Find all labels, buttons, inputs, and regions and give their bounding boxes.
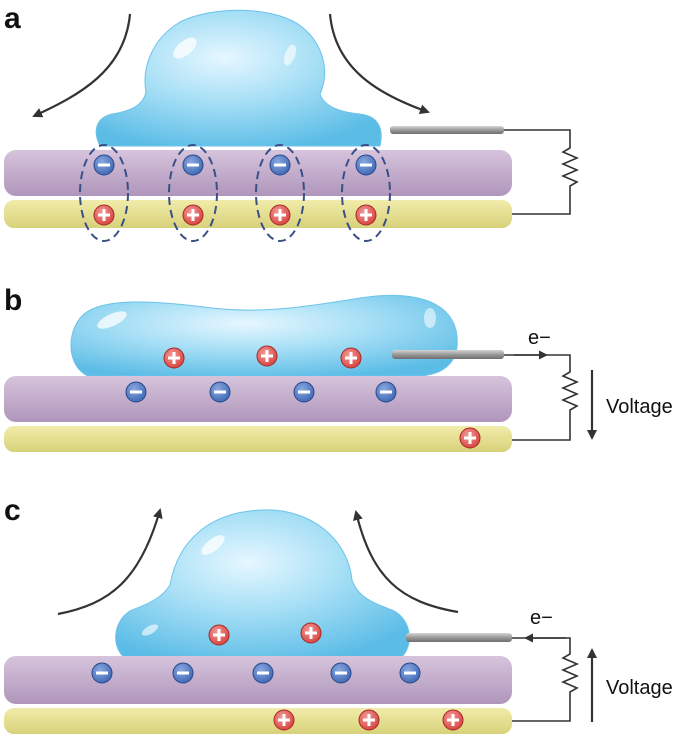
panel-a (4, 9, 580, 242)
positive-charge (93, 204, 115, 226)
droplet-highlight-b-2 (424, 308, 436, 328)
negative-charge (209, 381, 231, 403)
flow-arrow-right-a (328, 13, 430, 115)
droplet-c (115, 509, 410, 661)
electron-label-b: e− (528, 327, 551, 349)
panel-label-b: b (4, 284, 23, 317)
electrode-rod-b (392, 350, 504, 359)
droplet-highlight-b (97, 311, 127, 329)
negative-charge (252, 662, 274, 684)
positive-charge (300, 622, 322, 644)
positive-charge (208, 624, 230, 646)
droplet-a (95, 9, 382, 147)
negative-charge (355, 154, 377, 176)
panel-b: e− Voltage (4, 294, 673, 452)
positive-charge (182, 204, 204, 226)
negative-charge (399, 662, 421, 684)
negative-charge (293, 381, 315, 403)
charge-pair-outline-2 (168, 144, 218, 242)
positive-charge (355, 204, 377, 226)
voltage-label-b: Voltage (606, 396, 673, 418)
negative-charge (182, 154, 204, 176)
positive-charge (269, 204, 291, 226)
negative-charge (91, 662, 113, 684)
flow-arrow-left-a (32, 13, 132, 118)
positive-charge (163, 347, 185, 369)
positive-charge (256, 345, 278, 367)
droplet-highlight-c (201, 535, 225, 555)
positive-charge (442, 709, 464, 731)
negative-charge (125, 381, 147, 403)
circuit-wire-c (512, 637, 580, 722)
electrode-layer-b (4, 426, 512, 452)
positive-charge (459, 427, 481, 449)
flow-arrow-left-c (57, 508, 163, 616)
panel-c: e− Voltage (4, 508, 673, 734)
droplet-highlight-a (173, 37, 197, 59)
charge-pair-outline-1 (79, 144, 129, 242)
positive-charge (358, 709, 380, 731)
negative-charge (375, 381, 397, 403)
electrode-rod-c (406, 633, 512, 642)
panel-label-a: a (4, 2, 21, 35)
electron-label-c: e− (530, 607, 553, 629)
positive-charge (273, 709, 295, 731)
charge-pair-outline-3 (255, 144, 305, 242)
negative-charge (93, 154, 115, 176)
negative-charge (330, 662, 352, 684)
voltage-label-c: Voltage (606, 677, 673, 699)
panel-label-c: c (4, 494, 21, 527)
dielectric-layer-b (4, 376, 512, 422)
positive-charge (340, 347, 362, 369)
circuit-wire-a (504, 129, 580, 215)
circuit-wire-b (504, 354, 580, 441)
droplet-highlight-a-2 (283, 44, 297, 66)
electrode-rod-a (390, 126, 504, 134)
negative-charge (172, 662, 194, 684)
charge-pair-outline-4 (341, 144, 391, 242)
droplet-highlight-c-2 (141, 624, 159, 636)
negative-charge (269, 154, 291, 176)
electrode-layer-c (4, 708, 512, 734)
flow-arrow-right-c (353, 510, 459, 614)
